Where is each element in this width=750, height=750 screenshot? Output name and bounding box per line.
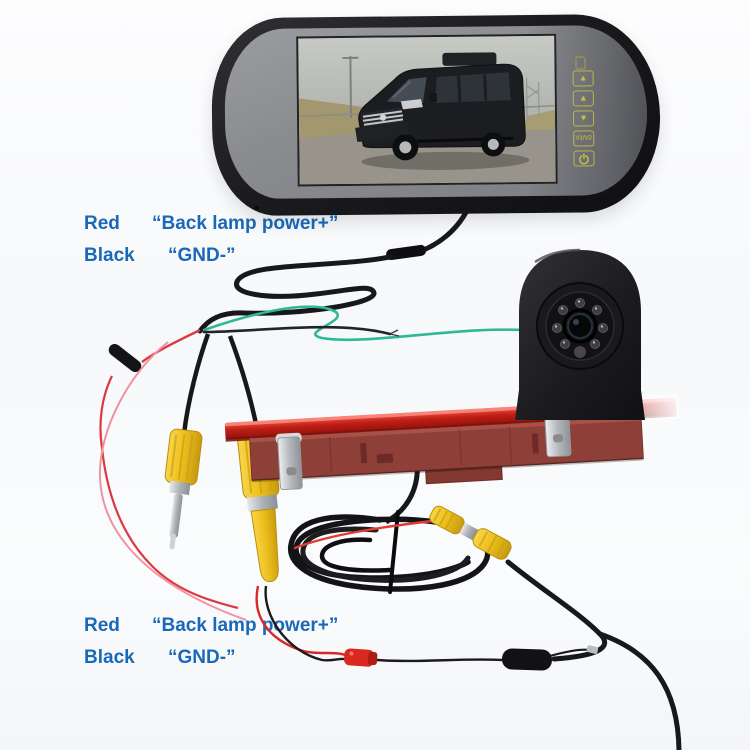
mirror-glass [224,24,648,200]
note-row-black: Black “GND-” [84,648,338,667]
wire-function-label: “Back lamp power+” [152,615,339,636]
power-icon [579,152,589,164]
video-select-label: V1/V2 [575,135,592,142]
wire-function-label: “GND-” [168,647,236,668]
wiring-note-bottom: Red “Back lamp power+” Black “GND-” [84,616,338,680]
wire-color-label: Black [84,647,135,668]
wire-terminal-tip [586,645,599,654]
wire-function-label: “GND-” [168,245,236,266]
wiring-note-top: Red “Back lamp power+” Black “GND-” [84,214,338,278]
up-button-2: ▲ [572,90,594,107]
red-power-plug [344,648,378,667]
note-row-red: Red “Back lamp power+” [84,214,338,233]
light-sensor [574,346,586,358]
red-wire-along-coil [293,519,434,550]
power-button [573,150,595,167]
cable-exit-right [597,631,682,750]
rca-plug-male [164,428,203,550]
monitor-touch-buttons: ▲ ▲ ▼ V1/V2 [572,70,595,170]
monitor-screen [296,33,558,187]
inline-barrel-connector [501,648,552,671]
up-arrow-icon: ▲ [579,93,588,103]
up-arrow-icon: ▲ [579,73,588,83]
wire-color-label: Red [84,213,120,234]
video-select-button: V1/V2 [573,130,595,147]
light-sensor [592,41,599,48]
inline-fuse-barrel [108,343,142,373]
mounting-clip-left [275,432,303,491]
inline-connector [386,244,426,261]
backup-camera [515,248,645,420]
wire-color-label: Red [84,615,120,636]
green-signal-wire [202,305,536,342]
screen-van-image [298,35,556,185]
wire-function-label: “Back lamp power+” [152,213,339,234]
mirror-screw [254,205,259,210]
note-row-black: Black “GND-” [84,246,338,265]
camera-lens [567,313,593,339]
wire-color-label: Black [84,245,135,266]
note-row-red: Red “Back lamp power+” [84,616,338,635]
down-button: ▼ [572,110,595,127]
memory-card-icon [575,56,586,70]
ir-led-ring [552,298,608,349]
black-ground-wire [202,325,392,336]
housing-back [249,416,644,485]
down-arrow-icon: ▼ [579,113,588,123]
up-button-1: ▲ [572,70,594,87]
rearview-mirror-monitor: ▲ ▲ ▼ V1/V2 [210,13,662,217]
red-power-wire [141,328,201,363]
